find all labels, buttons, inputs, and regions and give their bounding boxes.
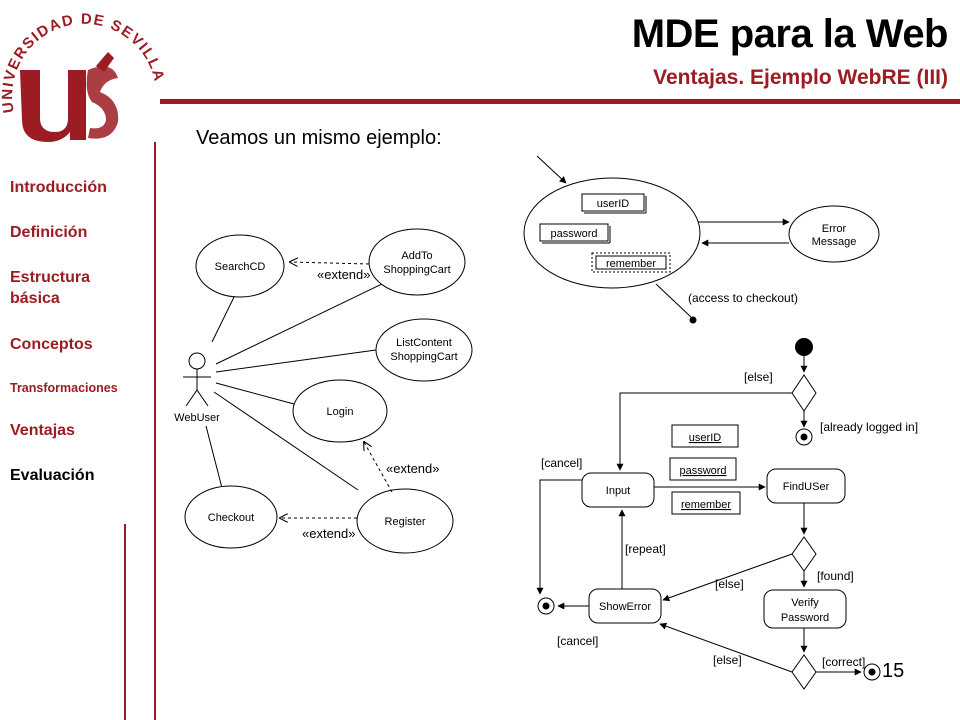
nav-item-evaluacion[interactable]: Evaluación — [10, 467, 95, 484]
usecase-diagram — [183, 228, 473, 554]
assoc-listcontent — [215, 349, 377, 373]
decision-correct-icon — [791, 654, 817, 690]
action-verify-password — [763, 589, 847, 629]
usecase-checkout-label: Checkout — [208, 512, 254, 524]
checkout-guard-label: (access to checkout) — [688, 291, 798, 305]
else-label-3: [else] — [713, 653, 742, 667]
assoc-addto — [215, 283, 383, 365]
action-input-label: Input — [606, 485, 630, 497]
extend-label-1: «extend» — [317, 267, 371, 282]
intro-text: Veamos un mismo ejemplo: — [196, 127, 442, 149]
usecase-addto-label-1: AddTo — [401, 250, 432, 262]
object-userid-label: userID — [689, 432, 721, 444]
usecase-register — [356, 488, 454, 554]
object-password-box — [669, 457, 737, 481]
assoc-register — [213, 391, 359, 491]
action-showerror-label: ShowError — [599, 601, 651, 613]
else-to-input-arrow — [616, 392, 792, 471]
else-label-1: [else] — [744, 370, 773, 384]
sidebar-divider — [154, 142, 156, 720]
nav-item-transformaciones[interactable]: Transformaciones — [10, 381, 118, 395]
action-verify-label-2: Password — [781, 612, 829, 624]
usecase-addto-label-2: ShoppingCart — [383, 264, 450, 276]
usecase-login-label: Login — [327, 406, 354, 418]
object-password-label: password — [679, 465, 726, 477]
navigation-diagram — [523, 155, 880, 324]
checkout-link-line — [655, 283, 693, 319]
assoc-checkout — [205, 425, 223, 489]
field-userid-box — [581, 193, 645, 212]
correct-label: [correct] — [822, 655, 865, 669]
checkout-link-end-icon — [689, 316, 697, 324]
usecase-listcontent — [375, 318, 473, 382]
activity-diagram — [536, 338, 881, 690]
action-finduser-label: FindUSer — [783, 481, 830, 493]
cancel-arrow — [536, 479, 582, 595]
nav-item-ventajas[interactable]: Ventajas — [10, 422, 75, 439]
nav-field-userid: userID — [597, 198, 629, 210]
object-remember-box — [671, 491, 741, 515]
decision-found-icon — [791, 536, 817, 572]
object-userid-box — [671, 424, 739, 448]
nav-field-password: password — [550, 228, 597, 240]
action-verify-label-1: Verify — [791, 597, 819, 609]
else-to-showerror-arrow — [662, 553, 793, 602]
nav-item-conceptos[interactable]: Conceptos — [10, 336, 93, 353]
else-label-2: [else] — [715, 577, 744, 591]
else-to-showerror-arrow-2 — [659, 622, 793, 673]
initial-node-icon — [795, 338, 813, 356]
actor-webuser-icon — [183, 352, 211, 407]
usecase-listcontent-label-1: ListContent — [396, 337, 452, 349]
nav-item-label-line2: básica — [10, 290, 60, 307]
field-remember-box — [591, 252, 671, 273]
assoc-login — [215, 382, 295, 405]
found-label: [found] — [817, 569, 854, 583]
universidad-de-sevilla-seal-icon: UNIVERSIDAD DE SEVILLA — [0, 11, 166, 142]
action-finduser — [766, 468, 846, 504]
nav-item-label-line1: Estructura — [10, 269, 91, 286]
nav-item-introduccion[interactable]: Introducción — [10, 179, 107, 196]
extend-addto-searchcd — [290, 262, 370, 264]
action-input — [581, 472, 655, 508]
usecase-checkout — [184, 485, 278, 549]
page-subtitle: Ventajas. Ejemplo WebRE (III) — [653, 66, 948, 89]
cancel-label-2: [cancel] — [557, 634, 598, 648]
usecase-login — [292, 379, 388, 443]
usecase-addto — [368, 228, 466, 296]
field-password-box — [539, 223, 609, 242]
already-logged-label: [already logged in] — [820, 420, 918, 434]
decision-logged-icon — [791, 374, 817, 412]
nav-item-estructura-basica[interactable]: Estructura básica — [10, 267, 90, 309]
object-remember-label: remember — [681, 499, 731, 511]
extend-label-3: «extend» — [302, 526, 356, 541]
error-message-node — [788, 205, 880, 263]
cancel-label-1: [cancel] — [541, 456, 582, 470]
header-rule — [160, 99, 960, 104]
error-node-label-2: Message — [812, 236, 857, 248]
error-node-label-1: Error — [822, 223, 847, 235]
usecase-listcontent-label-2: ShoppingCart — [390, 351, 457, 363]
usecase-searchcd-label: SearchCD — [215, 261, 266, 273]
usecase-searchcd — [195, 234, 285, 298]
page-title: MDE para la Web — [631, 12, 949, 56]
assoc-searchcd — [211, 292, 237, 343]
entry-arrow — [536, 155, 567, 184]
nav-field-remember: remember — [606, 258, 656, 270]
extend-label-2: «extend» — [386, 461, 440, 476]
sidebar-divider-short — [124, 524, 126, 720]
usecase-register-label: Register — [385, 516, 426, 528]
nav-item-definicion[interactable]: Definición — [10, 224, 88, 241]
repeat-label: [repeat] — [625, 542, 666, 556]
actor-label: WebUser — [174, 412, 220, 424]
page-number: 15 — [882, 660, 905, 682]
